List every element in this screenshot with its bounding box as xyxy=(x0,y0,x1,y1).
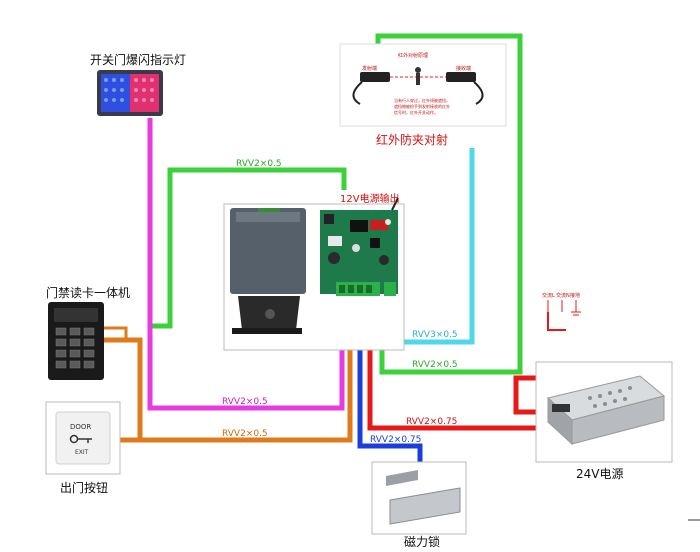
magnetic-lock xyxy=(371,461,467,535)
cable-label-green-top: RVV2×0.5 xyxy=(236,159,282,169)
exit-button: DOOR EXIT xyxy=(45,401,121,475)
exit-button-label: 出门按钮 xyxy=(60,480,108,495)
flash-light xyxy=(97,70,163,116)
ir-emitter xyxy=(360,72,390,82)
psu-label: 24V电源 xyxy=(576,467,623,481)
cable-red-ac xyxy=(547,312,566,331)
cable-label-blue: RVV2×0.75 xyxy=(370,435,421,445)
card-reader xyxy=(48,302,104,380)
cable-green-right xyxy=(375,33,523,375)
maglock-label: 磁力锁 xyxy=(404,534,440,549)
power-supply xyxy=(535,361,673,463)
cable-label-orange: RVV2×0.5 xyxy=(222,429,268,439)
cable-green-top xyxy=(152,167,347,329)
ir-note-3: 信号时，红外开关动作。 xyxy=(394,109,438,115)
cable-label-red: RVV2×0.75 xyxy=(406,417,457,427)
power-output-label: 12V电源输出 xyxy=(340,192,400,205)
ground-icon xyxy=(571,311,581,316)
cable-orange-reader xyxy=(104,326,128,340)
psu-terminal-l: 交流L xyxy=(542,292,555,299)
motor-controller-unit xyxy=(223,197,405,351)
ir-sensor-label: 红外防夹对射 xyxy=(376,132,448,147)
cable-label-cyan: RVV3×0.5 xyxy=(412,330,458,340)
flash-light-label: 开关门爆闪指示灯 xyxy=(90,52,186,67)
card-reader-label: 门禁读卡一体机 xyxy=(46,285,130,300)
psu-terminal-n: 交流N xyxy=(556,292,570,299)
ir-receiver-label: 接收端 xyxy=(456,65,471,72)
exit-button-face-bottom: EXIT xyxy=(75,449,89,456)
ir-receiver xyxy=(446,72,476,82)
person-icon xyxy=(415,67,421,85)
ir-note-1: 当有行人穿过，红外线被遮挡， xyxy=(394,97,450,103)
ir-emitter-label: 发射端 xyxy=(362,65,377,72)
psu-terminal-gnd: 接地 xyxy=(570,292,580,299)
cable-label-green-right: RVV2×0.5 xyxy=(412,360,458,370)
cable-blue xyxy=(357,310,423,464)
ir-inset-title: 红外对射原理 xyxy=(398,52,428,59)
cable-red-psu xyxy=(513,375,536,415)
cable-orange xyxy=(120,310,353,443)
exit-button-face-top: DOOR xyxy=(70,423,91,431)
ir-sensor-inset: 红外对射原理 发射端 接收端 当有行人穿过，红外线被遮挡， 遮挡物被检手到发射接… xyxy=(339,43,507,127)
gate-motor xyxy=(230,208,306,294)
psu-ac-terminals: 交流L 交流N 接地 xyxy=(542,292,581,316)
cable-orange-stub xyxy=(104,337,143,440)
key-icon xyxy=(69,434,92,444)
cable-magenta xyxy=(147,118,345,411)
ir-note-2: 遮挡物被检手到发射接收的红外 xyxy=(394,103,450,109)
cable-label-magenta: RVV2×0.5 xyxy=(222,397,268,407)
